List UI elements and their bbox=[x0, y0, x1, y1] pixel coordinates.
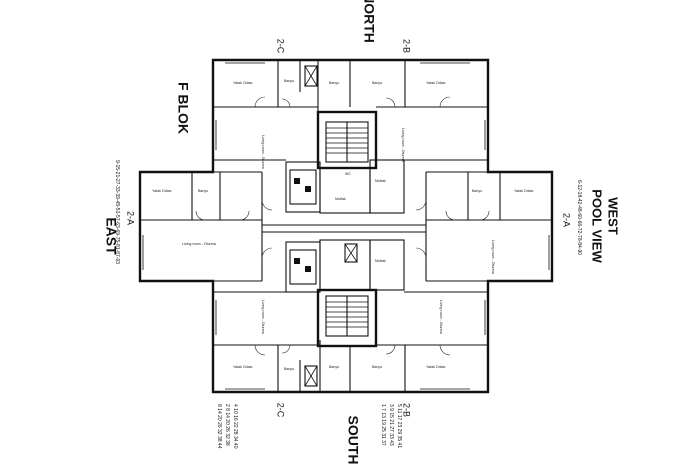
shafts bbox=[304, 65, 358, 387]
room-label-bedroom-w: Yatak Odası bbox=[152, 189, 172, 193]
room-label-bath-e: Banyo bbox=[472, 189, 482, 193]
floor-numbers-bl-2: 2 8 14 20 26 32 38 bbox=[224, 404, 230, 446]
room-label-living-e: Living room - Oturma bbox=[491, 240, 495, 274]
room-label-bath-n3: Banyo bbox=[372, 81, 382, 85]
room-label-kitchen-c2: Mutfak bbox=[375, 179, 386, 183]
room-label-living-w: Living room - Oturma bbox=[182, 242, 216, 246]
room-label-living-nw: Living room - Oturma bbox=[261, 135, 265, 169]
floor-numbers-br-3: 5 11 17 23 29 35 41 bbox=[396, 404, 402, 448]
north-stair bbox=[325, 121, 369, 163]
room-label-bedroom-e: Yatak Odası bbox=[514, 189, 534, 193]
door-swings bbox=[195, 96, 490, 356]
south-label: SOUTH bbox=[345, 416, 361, 465]
room-label-kitchen-c3: Mutfak bbox=[375, 259, 386, 263]
west-label: WEST bbox=[606, 197, 621, 235]
interior-walls bbox=[140, 60, 552, 392]
room-labels: Yatak Odası Banyo Banyo Banyo Yatak Odas… bbox=[152, 79, 534, 371]
floor-numbers-bl-1: 8 14 20 26 32 38 44 bbox=[216, 404, 222, 449]
room-label-living-se: Living room - Oturma bbox=[439, 300, 443, 334]
pool-view-label: POOL VIEW bbox=[590, 189, 605, 263]
floor-numbers-bl-3: 4 10 16 22 28 34 40 bbox=[232, 404, 238, 449]
room-label-wc-c: WC bbox=[345, 172, 351, 176]
room-label-kitchen-c1: Mutfak bbox=[335, 197, 346, 201]
unit-tag-top-right: 2-B bbox=[402, 39, 412, 53]
east-label: EAST bbox=[103, 217, 119, 255]
room-label-bath-n2: Banyo bbox=[329, 81, 339, 85]
room-label-living-ne: Living room - Oturma bbox=[401, 128, 405, 162]
outer-walls bbox=[138, 58, 554, 394]
floor-numbers-west: 6-12-18-42-48-60-66-72-78-84-90 bbox=[576, 180, 582, 255]
unit-tag-right: 2-A bbox=[562, 213, 572, 227]
floor-numbers-br-2: 3 9 15 21 27 33 43 bbox=[388, 404, 394, 446]
room-label-living-sw: Living room - Oturma bbox=[261, 300, 265, 334]
north-label: NORTH bbox=[361, 0, 377, 43]
block-name-label: F BLOK bbox=[175, 82, 191, 134]
room-label-bath-n1: Banyo bbox=[284, 79, 294, 83]
windows bbox=[142, 62, 550, 390]
room-label-bedroom-se: Yatak Odası bbox=[426, 365, 446, 369]
room-label-bath-s3: Banyo bbox=[372, 365, 382, 369]
unit-tag-bottom-right: 2-B bbox=[402, 403, 412, 417]
unit-tag-top-left: 2-C bbox=[276, 39, 286, 54]
room-label-bedroom-sw: Yatak Odası bbox=[233, 365, 253, 369]
elevators bbox=[289, 169, 317, 285]
room-label-bedroom-nw: Yatak Odası bbox=[233, 81, 253, 85]
room-label-bath-s1: Banyo bbox=[284, 367, 294, 371]
unit-tag-bottom-left: 2-C bbox=[276, 403, 286, 418]
floor-numbers-br-1: 1 7 13 19 25 31 37 bbox=[380, 404, 386, 446]
room-label-bath-w: Banyo bbox=[198, 189, 208, 193]
room-label-bedroom-ne: Yatak Odası bbox=[426, 81, 446, 85]
floor-numbers-east: 9-15-21-27-33-39-45-51-57-63-69-75-81-87… bbox=[114, 160, 120, 264]
unit-tag-left: 2-A bbox=[126, 211, 136, 225]
room-label-bath-s2: Banyo bbox=[329, 365, 339, 369]
south-stair bbox=[325, 295, 369, 337]
